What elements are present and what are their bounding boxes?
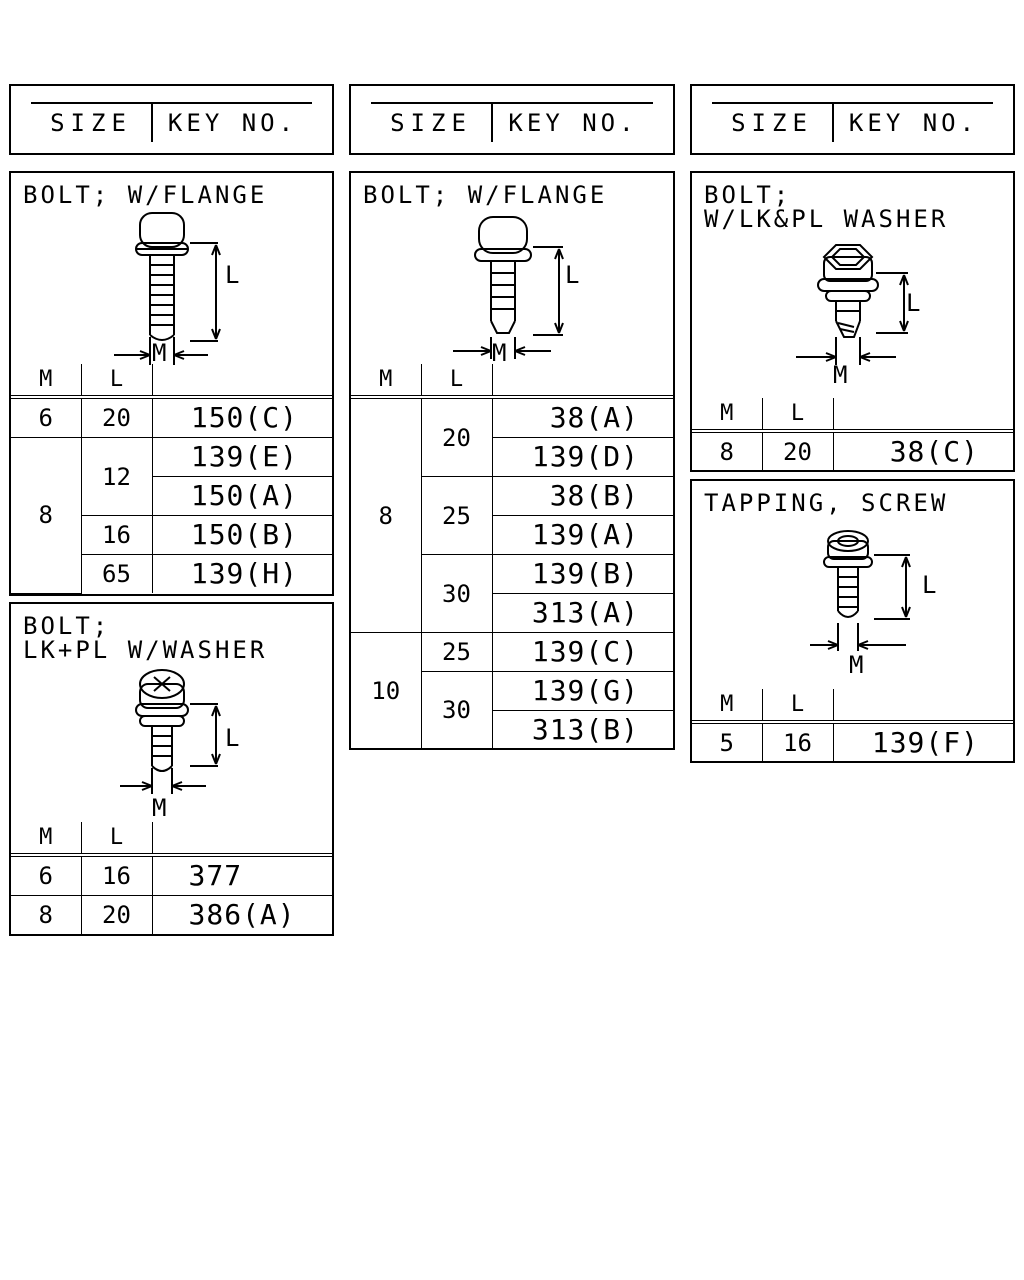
l-value: 25 — [421, 476, 493, 555]
col-m: M — [11, 822, 82, 857]
dim-label-m: M — [492, 339, 507, 367]
panel-title: BOLT; W/LK&PL WASHER — [704, 181, 949, 233]
flange-bolt-icon — [114, 212, 221, 365]
key-no-value: 38(C) — [832, 430, 1013, 471]
l-value: 25 — [420, 632, 493, 672]
header-key-no: KEY NO. — [848, 109, 979, 137]
col-l: L — [80, 364, 153, 399]
key-no-value: 139(G) — [491, 671, 673, 711]
m-value: 6 — [11, 854, 82, 896]
m-value: 5 — [692, 721, 763, 762]
panel-title: BOLT; W/FLANGE — [363, 181, 608, 209]
l-value: 20 — [420, 396, 493, 477]
col-l: L — [420, 364, 493, 399]
header-key-no: KEY NO. — [167, 109, 298, 137]
header-size: SIZE — [31, 104, 153, 142]
flange-bolt-icon — [453, 216, 564, 359]
panel-title: TAPPING, SCREW — [704, 489, 949, 517]
dim-label-m: M — [849, 651, 864, 679]
dim-label-m: M — [833, 361, 848, 389]
l-value: 30 — [421, 671, 493, 750]
m-value: 8 — [11, 895, 82, 934]
l-value: 16 — [761, 721, 834, 762]
key-no-value: 139(C) — [491, 632, 673, 672]
panel-title: BOLT; LK+PL W/WASHER — [23, 612, 268, 664]
key-no-value: 150(B) — [151, 515, 332, 555]
panel-title: BOLT; W/FLANGE — [23, 181, 268, 209]
header-box-3: SIZE KEY NO. — [690, 84, 1015, 155]
header-size: SIZE — [712, 104, 834, 142]
l-value: 65 — [81, 554, 153, 593]
dim-label-l: L — [906, 289, 924, 317]
l-value: 20 — [761, 430, 834, 471]
header-size: SIZE — [371, 104, 493, 142]
key-no-value: 38(A) — [491, 396, 673, 438]
m-value: 10 — [351, 632, 422, 750]
key-no-value: 139(D) — [492, 437, 673, 477]
tapping-screw-icon — [810, 530, 911, 651]
dim-label-l: L — [225, 261, 243, 289]
washer-bolt-icon — [120, 669, 221, 794]
key-no-value: 313(B) — [492, 710, 673, 749]
key-no-value: 386(A) — [151, 895, 332, 934]
key-no-value: 139(B) — [491, 554, 673, 594]
l-value: 16 — [81, 515, 153, 555]
col-m: M — [351, 364, 422, 399]
l-value: 12 — [80, 437, 153, 516]
key-no-value: 139(F) — [832, 721, 1013, 762]
col-l: L — [80, 822, 153, 857]
key-no-value: 150(C) — [151, 396, 332, 438]
l-value: 20 — [80, 396, 153, 438]
header-box-2: SIZE KEY NO. — [349, 84, 675, 155]
dim-label-l: L — [565, 261, 583, 289]
key-no-value: 139(H) — [151, 554, 332, 593]
l-value: 20 — [80, 895, 153, 934]
key-no-value: 377 — [151, 854, 332, 896]
col-m: M — [692, 398, 763, 433]
key-no-value: 38(B) — [491, 476, 673, 516]
col-l: L — [761, 689, 834, 724]
hex-washer-bolt-icon — [796, 244, 909, 365]
col-m: M — [11, 364, 82, 399]
col-m: M — [692, 689, 763, 724]
key-no-value: 313(A) — [492, 593, 673, 633]
m-value: 8 — [11, 437, 82, 594]
dim-label-m: M — [152, 794, 167, 822]
m-value: 6 — [11, 396, 82, 438]
dim-label-l: L — [922, 571, 940, 599]
key-no-value: 139(E) — [151, 437, 332, 477]
header-key-no: KEY NO. — [508, 109, 638, 137]
m-value: 8 — [351, 396, 422, 633]
col-l: L — [761, 398, 834, 433]
l-value: 30 — [421, 554, 493, 633]
dim-label-m: M — [152, 339, 167, 367]
key-no-value: 150(A) — [152, 476, 332, 516]
dim-label-l: L — [225, 724, 243, 752]
key-no-value: 139(A) — [492, 515, 673, 555]
l-value: 16 — [80, 854, 153, 896]
header-box-1: SIZE KEY NO. — [9, 84, 334, 155]
m-value: 8 — [692, 430, 763, 471]
